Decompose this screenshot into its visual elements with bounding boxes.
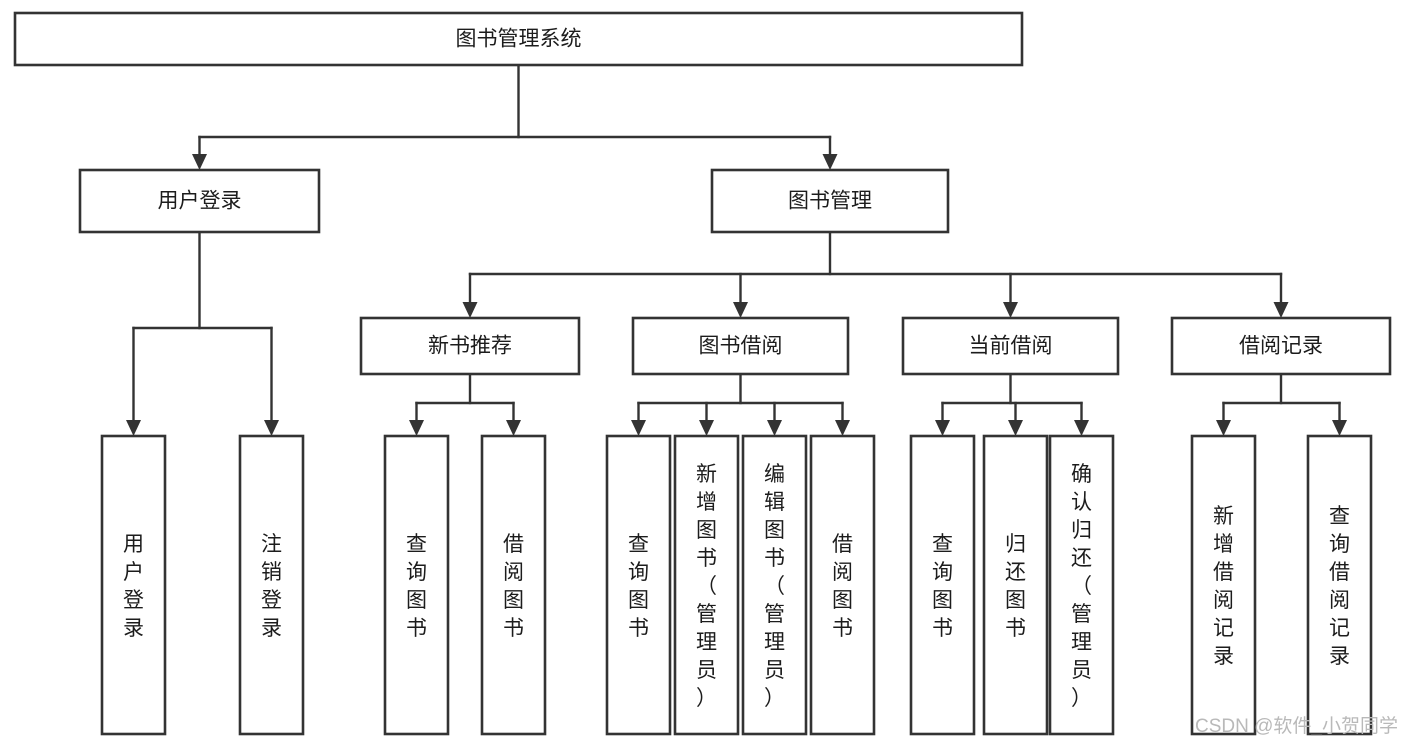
node-box <box>78 168 321 234</box>
node-root-图书管理系统[interactable]: 图书管理系统 <box>13 11 1024 67</box>
node-leaf-查询图书[interactable]: 查询图书 <box>909 434 976 736</box>
node-box <box>238 434 305 736</box>
node-box <box>1190 434 1257 736</box>
arrow-down-icon <box>192 154 207 170</box>
node-level2-图书管理[interactable]: 图书管理 <box>710 168 950 234</box>
node-label: 查询图书 <box>628 533 649 640</box>
node-leaf-查询借阅记录[interactable]: 查询借阅记录 <box>1306 434 1373 736</box>
node-level3-新书推荐[interactable]: 新书推荐 <box>359 316 581 376</box>
arrow-down-icon <box>264 420 279 436</box>
node-leaf-借阅图书[interactable]: 借阅图书 <box>809 434 876 736</box>
node-level3-图书借阅[interactable]: 图书借阅 <box>631 316 850 376</box>
node-label: 查询图书 <box>932 533 953 640</box>
arrow-down-icon <box>1216 420 1231 436</box>
node-label: 图书借阅 <box>699 335 783 358</box>
node-label: 确认归还（管理员） <box>1071 463 1092 710</box>
node-layer: 图书管理系统用户登录图书管理新书推荐图书借阅当前借阅借阅记录用户登录注销登录查询… <box>13 11 1392 736</box>
node-label: 归还图书 <box>1005 533 1026 640</box>
node-box <box>631 316 850 376</box>
arrow-down-icon <box>767 420 782 436</box>
node-label: 新增图书（管理员） <box>696 463 717 710</box>
arrow-down-icon <box>506 420 521 436</box>
node-leaf-查询图书[interactable]: 查询图书 <box>605 434 672 736</box>
node-label: 当前借阅 <box>969 335 1053 358</box>
node-label: 新书推荐 <box>428 335 512 358</box>
node-level3-借阅记录[interactable]: 借阅记录 <box>1170 316 1392 376</box>
arrow-down-icon <box>1008 420 1023 436</box>
node-label: 图书管理系统 <box>456 28 582 51</box>
node-leaf-借阅图书[interactable]: 借阅图书 <box>480 434 547 736</box>
arrow-down-icon <box>409 420 424 436</box>
node-leaf-归还图书[interactable]: 归还图书 <box>982 434 1049 736</box>
node-leaf-注销登录[interactable]: 注销登录 <box>238 434 305 736</box>
node-level3-当前借阅[interactable]: 当前借阅 <box>901 316 1120 376</box>
node-box <box>982 434 1049 736</box>
arrow-down-icon <box>835 420 850 436</box>
node-leaf-编辑图书管理员[interactable]: 编辑图书（管理员） <box>741 434 808 736</box>
node-box <box>1048 434 1115 736</box>
node-box <box>909 434 976 736</box>
node-box <box>710 168 950 234</box>
node-label: 查询图书 <box>406 533 427 640</box>
node-box <box>359 316 581 376</box>
node-box <box>1306 434 1373 736</box>
arrow-down-icon <box>699 420 714 436</box>
node-label: 图书管理 <box>788 190 872 213</box>
node-box <box>13 11 1024 67</box>
arrow-down-icon <box>1332 420 1347 436</box>
arrow-down-icon <box>462 302 478 318</box>
node-label: 编辑图书（管理员） <box>764 463 785 710</box>
node-label: 注销登录 <box>261 533 282 640</box>
node-label: 查询借阅记录 <box>1329 505 1350 668</box>
node-leaf-确认归还管理员[interactable]: 确认归还（管理员） <box>1048 434 1115 736</box>
arrow-down-icon <box>631 420 646 436</box>
node-leaf-新增图书管理员[interactable]: 新增图书（管理员） <box>673 434 740 736</box>
arrow-down-icon <box>126 420 141 436</box>
arrow-down-icon <box>1074 420 1089 436</box>
node-label: 用户登录 <box>158 190 242 213</box>
connector-layer <box>126 63 1347 436</box>
node-box <box>100 434 167 736</box>
node-label: 借阅图书 <box>832 533 853 640</box>
node-box <box>741 434 808 736</box>
node-box <box>605 434 672 736</box>
node-label: 用户登录 <box>123 533 144 640</box>
node-box <box>673 434 740 736</box>
arrow-down-icon <box>733 302 748 318</box>
node-box <box>901 316 1120 376</box>
node-box <box>809 434 876 736</box>
node-box <box>1170 316 1392 376</box>
node-box <box>480 434 547 736</box>
node-box <box>383 434 450 736</box>
node-level2-用户登录[interactable]: 用户登录 <box>78 168 321 234</box>
node-leaf-新增借阅记录[interactable]: 新增借阅记录 <box>1190 434 1257 736</box>
watermark-label: CSDN @软件_小贺同学 <box>1195 715 1398 737</box>
arrow-down-icon <box>1273 302 1289 318</box>
arrow-down-icon <box>822 154 838 170</box>
node-label: 借阅图书 <box>503 533 524 640</box>
arrow-down-icon <box>935 420 950 436</box>
node-label: 借阅记录 <box>1239 335 1323 358</box>
node-leaf-查询图书[interactable]: 查询图书 <box>383 434 450 736</box>
node-label: 新增借阅记录 <box>1213 505 1234 668</box>
node-leaf-用户登录[interactable]: 用户登录 <box>100 434 167 736</box>
arrow-down-icon <box>1003 302 1018 318</box>
